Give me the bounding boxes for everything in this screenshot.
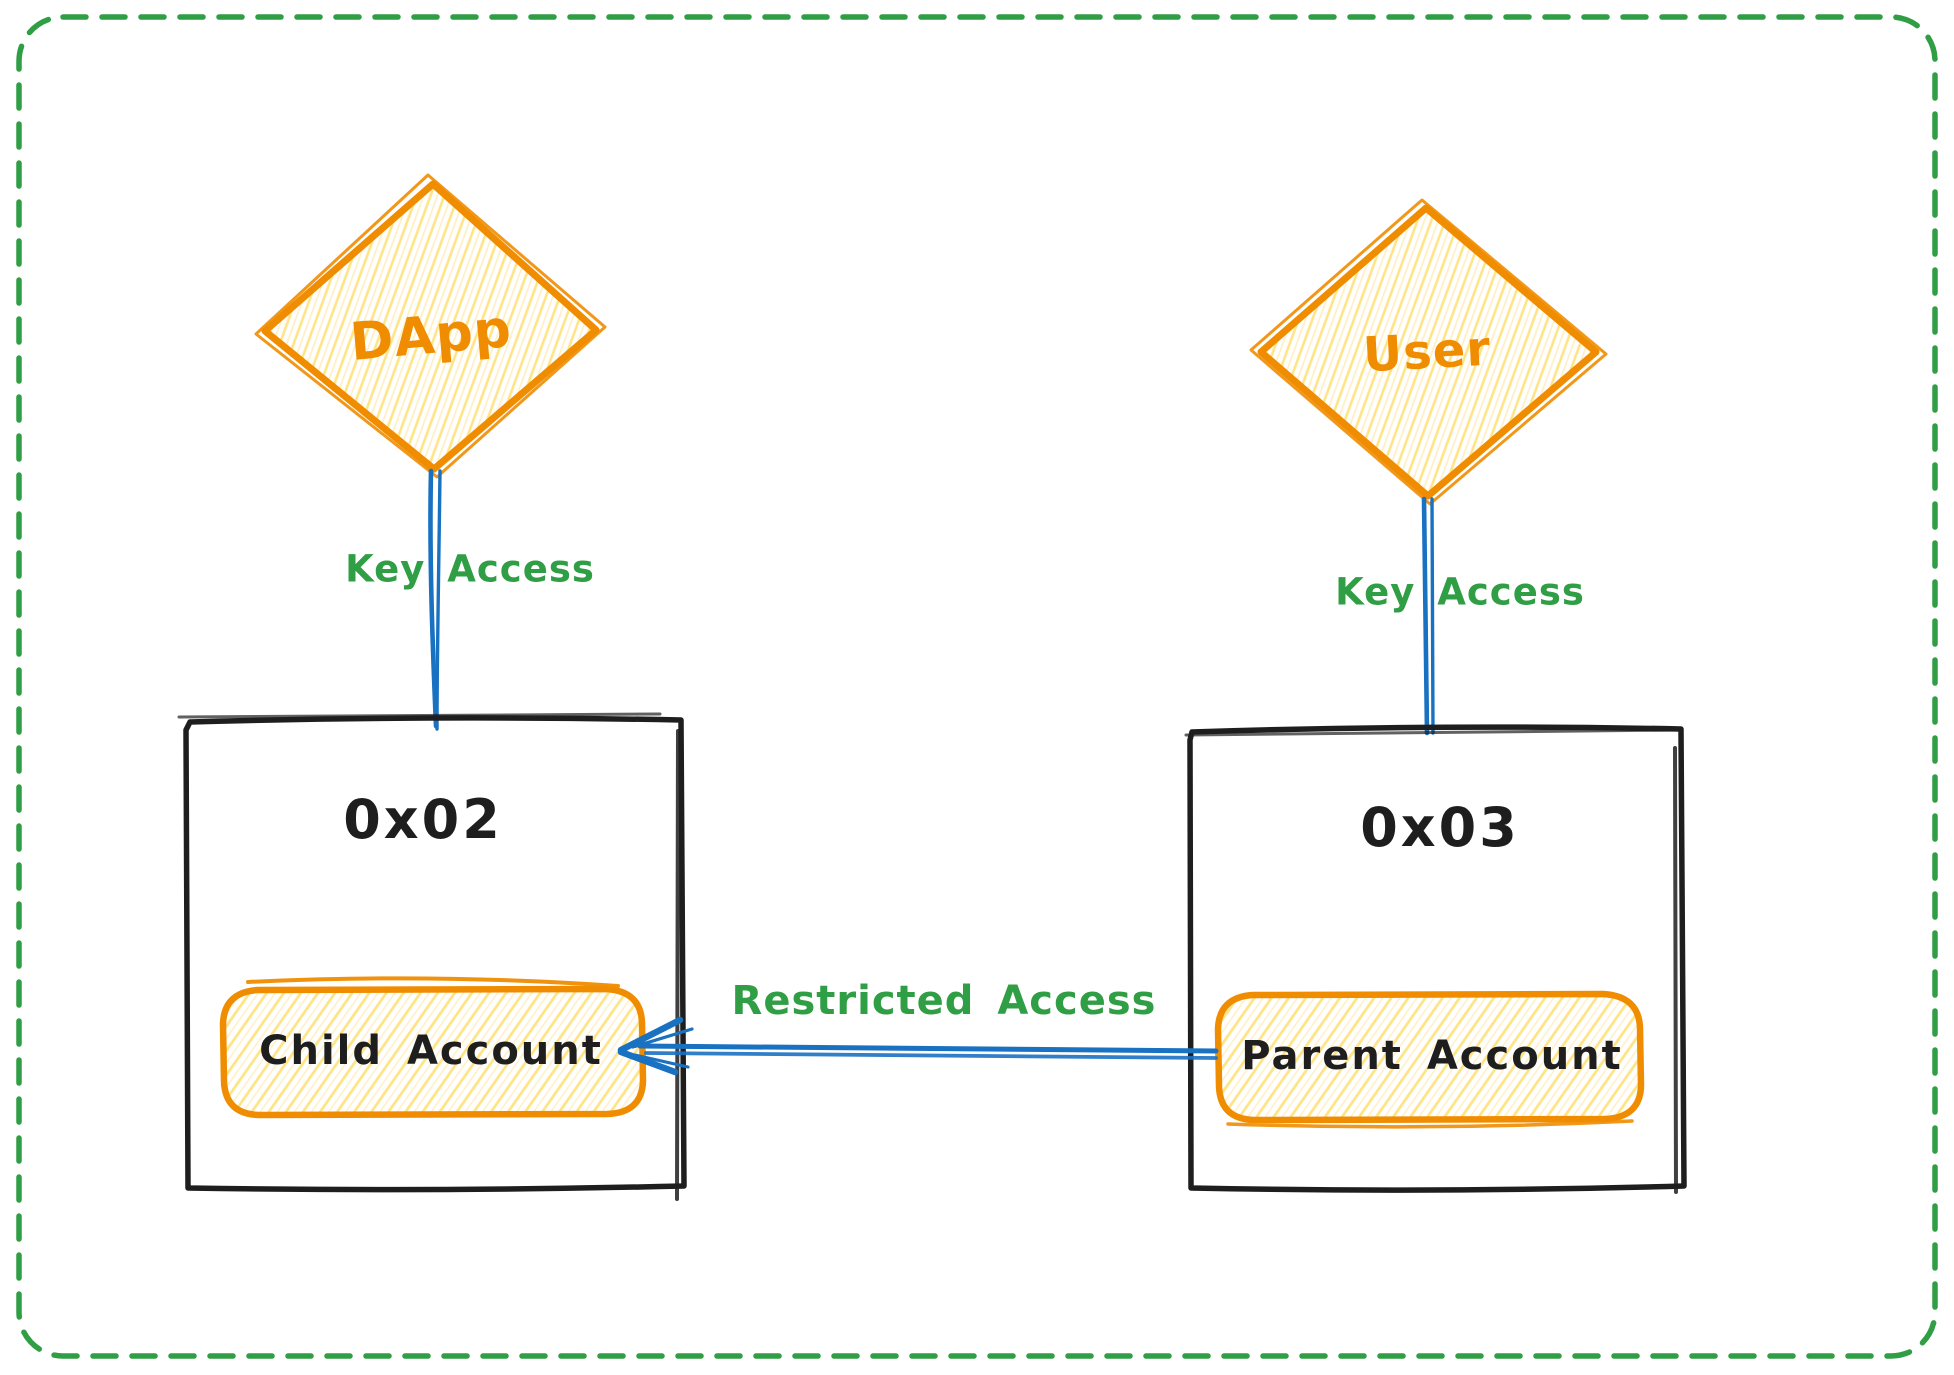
parent-account-node — [1214, 990, 1645, 1129]
parent-box-address-label: 0x03 — [1360, 796, 1520, 859]
child-box-address-label: 0x02 — [343, 788, 503, 851]
child-account-node — [219, 976, 647, 1119]
user-key-access-connector — [1421, 496, 1435, 736]
child-account-label: Child Account — [259, 1028, 603, 1074]
key-access-label-left: Key Access — [345, 547, 595, 591]
canvas-dashed-border — [16, 14, 1938, 1359]
dapp-key-access-connector — [428, 468, 442, 731]
parent-account-label: Parent Account — [1241, 1033, 1623, 1079]
key-access-label-right: Key Access — [1335, 570, 1585, 614]
child-box-0x02 — [177, 712, 687, 1201]
restricted-access-label: Restricted Access — [731, 978, 1157, 1024]
user-diamond — [1249, 198, 1608, 506]
dapp-label: DApp — [347, 299, 515, 373]
dapp-diamond — [254, 173, 607, 479]
parent-box-0x03 — [1184, 724, 1687, 1194]
user-label: User — [1361, 320, 1493, 384]
restricted-access-arrow — [617, 1016, 1219, 1076]
